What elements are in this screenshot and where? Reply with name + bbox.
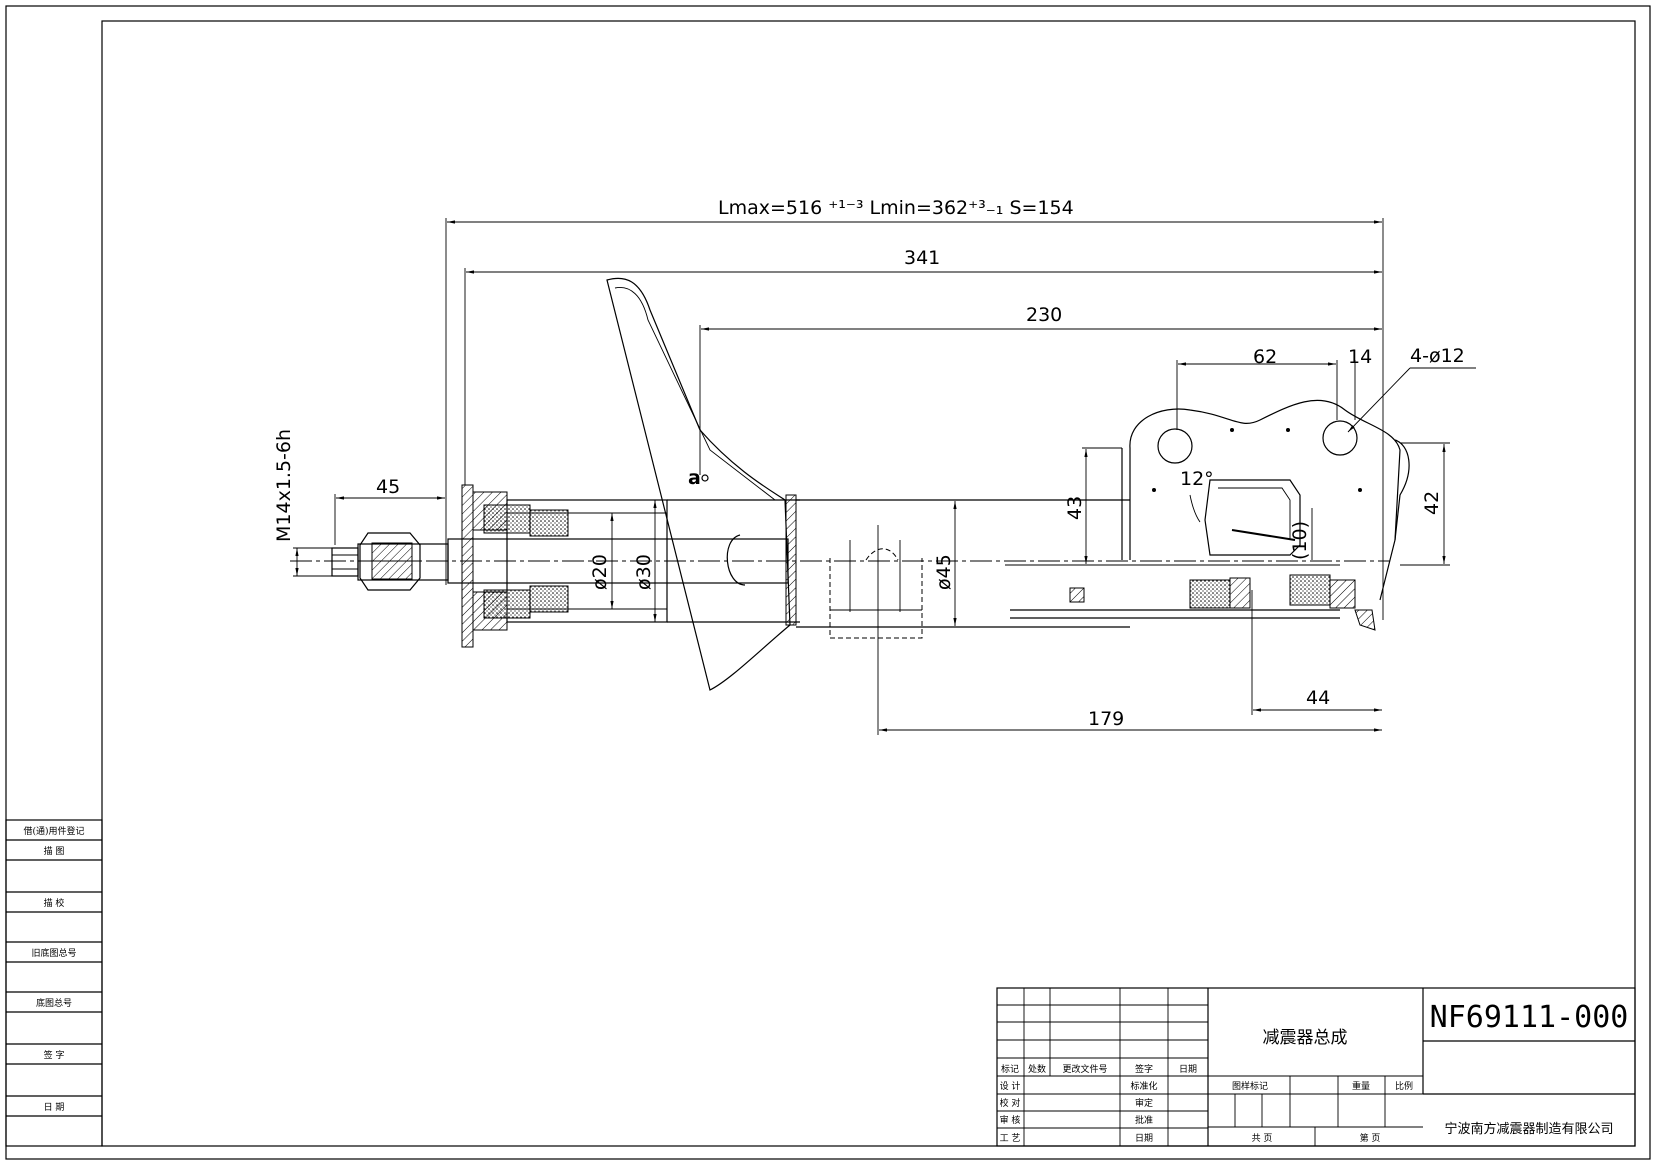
rev-header-2: 更改文件号: [1062, 1063, 1107, 1075]
dim-dia20: ø20: [589, 554, 611, 590]
point-a: a: [688, 467, 701, 489]
dim-dia30: ø30: [633, 554, 655, 590]
left-record-strip: 借(通)用件登记 描 图 描 校 旧底图总号 底图总号 签 字 日 期: [5, 819, 103, 1147]
bracket-clip: [829, 540, 923, 639]
dim-43: 43: [1064, 496, 1086, 520]
weight-label: 重量: [1352, 1080, 1370, 1092]
dim-45: 45: [376, 476, 400, 498]
rev-header-0: 标记: [1001, 1063, 1019, 1075]
top-mount: [461, 484, 668, 648]
strip-label-0: 借(通)用件登记: [23, 825, 84, 837]
sign-role-1: 校 对: [1000, 1097, 1021, 1109]
company-name: 宁波南方减震器制造有限公司: [1444, 1121, 1613, 1137]
dim-62: 62: [1253, 346, 1277, 368]
sign-role-2: 审 核: [1000, 1114, 1021, 1126]
dim-230: 230: [1026, 304, 1062, 326]
dim-341: 341: [904, 247, 940, 269]
rev-header-3: 签字: [1135, 1063, 1153, 1075]
part-number: NF69111-000: [1430, 1000, 1629, 1035]
total-pages-label: 共 页: [1252, 1133, 1273, 1144]
sign-check-2: 批准: [1135, 1114, 1153, 1126]
strip-label-1: 描 图: [44, 845, 65, 857]
dim-42: 42: [1421, 491, 1443, 515]
outer-tube: [796, 499, 1340, 628]
knuckle-bracket: [1121, 399, 1410, 631]
strip-label-6: 日 期: [44, 1102, 65, 1113]
dim-holes: 4-ø12: [1410, 345, 1465, 367]
dim-angle: 12°: [1180, 468, 1214, 490]
sign-check-3: 日期: [1135, 1133, 1153, 1144]
sign-check-0: 标准化: [1130, 1080, 1157, 1092]
dim-179: 179: [1088, 708, 1124, 730]
strip-label-2: 描 校: [44, 897, 65, 909]
strip-label-3: 旧底图总号: [31, 947, 76, 959]
strip-label-5: 签 字: [44, 1049, 65, 1061]
lower-seals: [1069, 574, 1356, 609]
strip-label-4: 底图总号: [36, 997, 72, 1009]
spring-seat: a: [606, 277, 797, 691]
dim-dia45: ø45: [933, 554, 955, 590]
dim-10: (10): [1289, 521, 1311, 560]
sign-check-1: 审定: [1135, 1097, 1153, 1109]
dim-14: 14: [1348, 346, 1372, 368]
dim-thread: M14x1.5-6h: [273, 429, 295, 542]
dim-44: 44: [1306, 687, 1330, 709]
rev-header-4: 日期: [1179, 1064, 1197, 1075]
sign-role-0: 设 计: [1000, 1080, 1021, 1092]
scale-label: 比例: [1395, 1080, 1413, 1092]
upper-tube: [667, 499, 800, 623]
sheet-border: [5, 5, 1651, 1160]
stage-label: 图样标记: [1232, 1080, 1268, 1092]
threaded-stud: [331, 532, 449, 591]
dim-overall-length: Lmax=516 ⁺¹⁻³ Lmin=362⁺³₋₁ S=154: [718, 197, 1074, 219]
page-label: 第 页: [1360, 1132, 1381, 1144]
sign-role-3: 工 艺: [1000, 1133, 1021, 1144]
dimension-lines: Lmax=516 ⁺¹⁻³ Lmin=362⁺³₋₁ S=154 341 230…: [273, 197, 1476, 735]
title-block: 标记 处数 更改文件号 签字 日期 设 计 校 对 审 核 工 艺 标准化 审定…: [996, 987, 1636, 1147]
shock-absorber-drawing: a: [290, 277, 1410, 691]
part-name: 减震器总成: [1263, 1028, 1348, 1048]
rev-header-1: 处数: [1028, 1063, 1046, 1075]
